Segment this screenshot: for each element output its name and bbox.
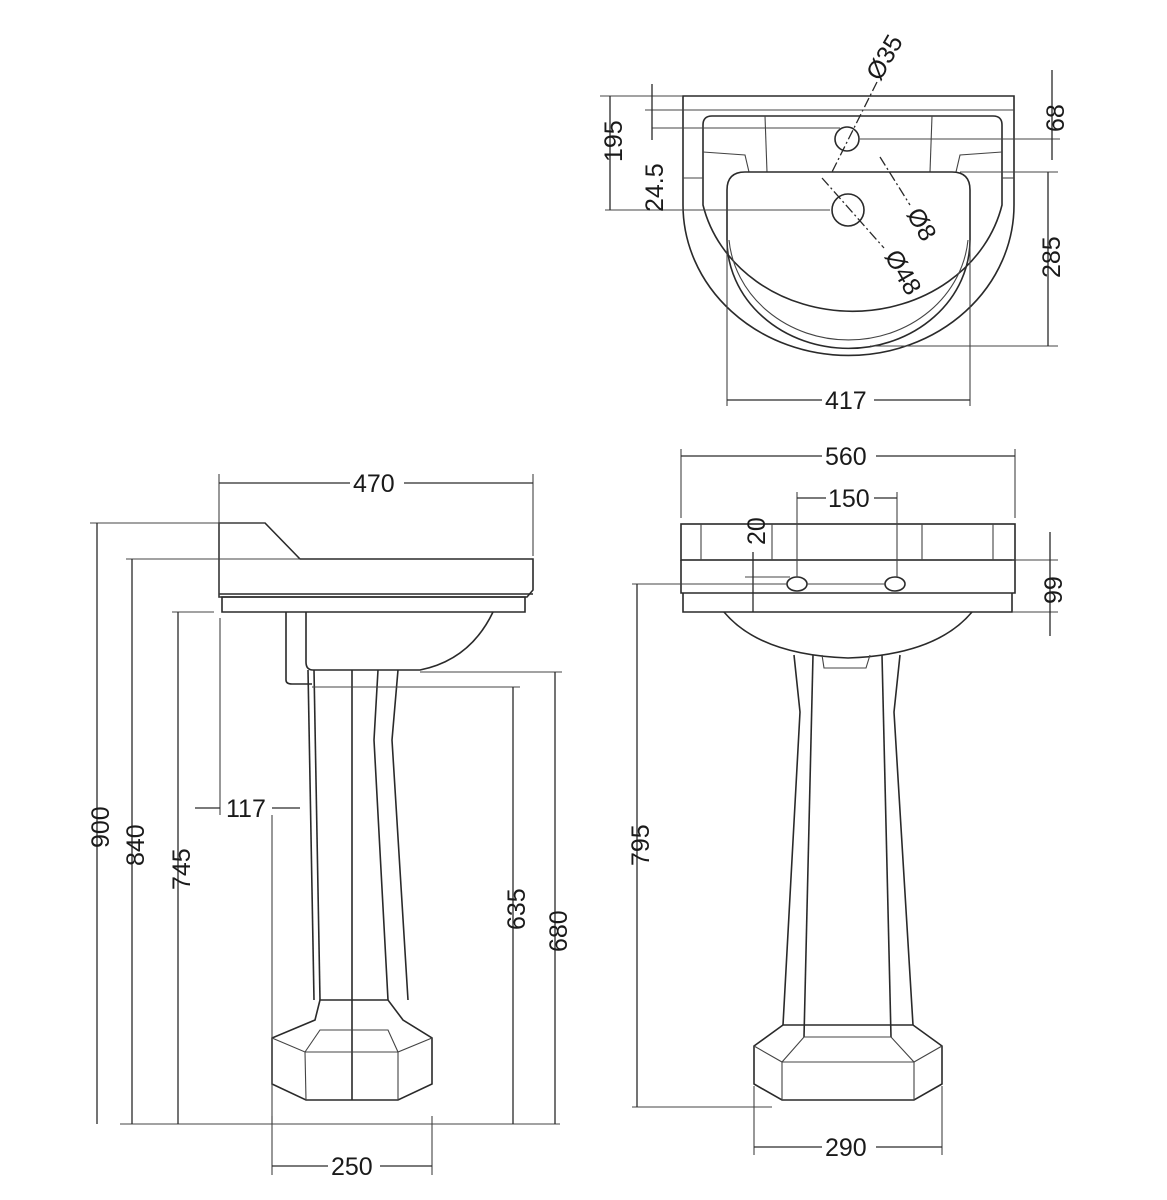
- dim-dia-35: Ø35: [861, 30, 909, 85]
- dim-68: 68: [1042, 104, 1070, 132]
- dim-24-5: 24.5: [641, 163, 669, 212]
- dim-dia-8: Ø8: [901, 203, 942, 246]
- dim-680: 680: [545, 910, 573, 952]
- tap-hole-right: [884, 576, 906, 592]
- waste-hole: [831, 193, 865, 227]
- top-view: 195 24.5 68 285 417 Ø35 Ø8 Ø48: [600, 30, 1070, 415]
- dim-dia-48: Ø48: [879, 245, 927, 300]
- front-view: 560 150 20 99 795 290: [627, 443, 1068, 1162]
- dim-195: 195: [600, 120, 628, 162]
- dim-417: 417: [825, 387, 867, 415]
- dim-150: 150: [828, 485, 870, 513]
- dim-795: 795: [627, 824, 655, 866]
- dim-20: 20: [743, 517, 771, 545]
- tap-hole-left: [786, 576, 808, 592]
- dim-745: 745: [168, 848, 196, 890]
- dim-470: 470: [353, 470, 395, 498]
- dim-635: 635: [503, 888, 531, 930]
- dim-99: 99: [1040, 576, 1068, 604]
- dim-900: 900: [87, 806, 115, 848]
- dim-117: 117: [226, 795, 266, 823]
- dim-285: 285: [1038, 236, 1066, 278]
- side-view: 470 900 840 745 117 635 680 250: [87, 470, 573, 1181]
- dim-290: 290: [825, 1134, 867, 1162]
- dim-250: 250: [331, 1153, 373, 1181]
- dim-840: 840: [122, 824, 150, 866]
- tap-hole: [834, 126, 860, 152]
- dim-560: 560: [825, 443, 867, 471]
